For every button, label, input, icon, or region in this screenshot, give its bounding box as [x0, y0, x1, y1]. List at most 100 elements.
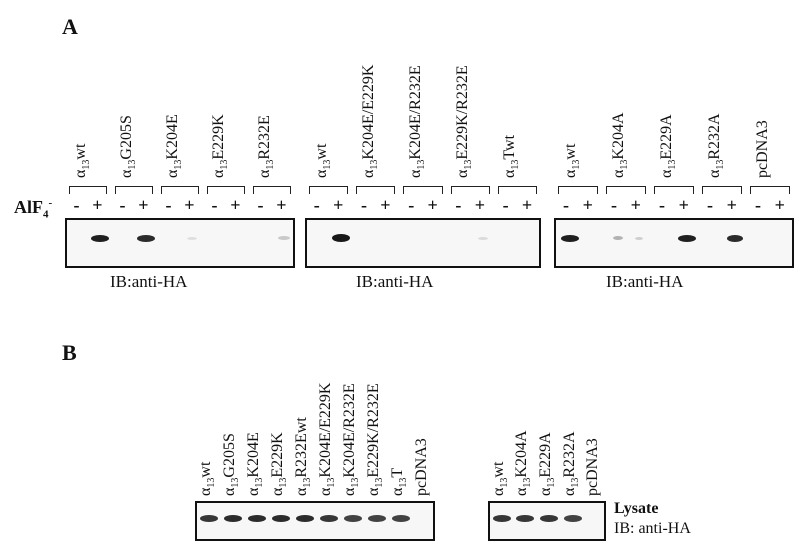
lane-label: α13R232A — [560, 431, 584, 496]
panel-a-blot-2-ib-label: IB:anti-HA — [356, 272, 434, 291]
alpha-symbol: α — [341, 487, 358, 496]
construct-name: pcDNA3 — [413, 438, 430, 496]
subunit-number: 13 — [173, 159, 185, 170]
minus-sign: - — [119, 195, 126, 215]
minus-sign: - — [211, 195, 218, 215]
subunit-number: 13 — [81, 159, 93, 170]
protein-band — [137, 234, 156, 242]
alpha-symbol: α — [365, 487, 382, 496]
lane-label: α13E229A — [658, 114, 681, 178]
alpha-symbol: α — [454, 169, 472, 178]
lysate-label: Lysate — [614, 500, 659, 517]
subunit-number: 13 — [498, 477, 510, 488]
subunit-number: 13 — [230, 477, 242, 488]
construct-name: wt — [489, 461, 507, 478]
lane-label: α13K204E/R232E — [407, 65, 430, 178]
panel-a-blot-3-ib-label: IB:anti-HA — [606, 272, 684, 291]
alpha-symbol: α — [317, 487, 334, 496]
lane-label: α13K204A — [513, 430, 536, 497]
subunit-number: 13 — [350, 477, 362, 488]
plus-sign: + — [333, 195, 344, 215]
construct-name: wt — [562, 143, 579, 160]
construct-name: K204E/R232E — [407, 65, 424, 160]
protein-band — [91, 234, 110, 242]
construct-name: R232E — [256, 115, 273, 160]
construct-name: pcDNA3 — [584, 438, 602, 496]
construct-name: R232A — [706, 113, 723, 160]
protein-band — [224, 515, 242, 522]
lane-label: α13R232A — [706, 113, 729, 178]
lane-label: α13K204E/E229K — [359, 64, 383, 179]
construct-name: K204A — [513, 430, 531, 478]
protein-band — [561, 234, 579, 242]
blot-membrane — [554, 218, 794, 268]
lane-label: α13Twt — [501, 135, 524, 178]
protein-band — [248, 515, 266, 522]
construct-name: K204E — [164, 114, 181, 160]
construct-name: wt — [312, 143, 330, 160]
alpha-symbol: α — [560, 487, 578, 496]
lane-label: α13E229K — [210, 114, 233, 178]
lane-group-bracket — [497, 186, 537, 194]
minus-sign: - — [659, 195, 665, 215]
minus-sign: - — [361, 195, 367, 215]
subunit-number: 13 — [254, 477, 266, 488]
minus-sign: - — [755, 195, 761, 215]
alpha-symbol: α — [210, 169, 227, 178]
lane-label: α13E229K — [269, 432, 292, 496]
lane-group-bracket — [309, 186, 349, 194]
lane-group-bracket — [69, 186, 107, 194]
construct-name: E229K — [210, 114, 227, 160]
protein-band — [368, 515, 386, 522]
lane-group-bracket — [654, 186, 694, 194]
subunit-number: 13 — [278, 477, 290, 488]
alpha-symbol: α — [407, 169, 424, 178]
minus-sign: - — [611, 195, 617, 215]
lane-label: α13R232Ewt — [293, 417, 316, 496]
lane-group-bracket — [161, 186, 199, 194]
lane-label: α13K204E/E229K — [317, 382, 340, 497]
plus-sign: + — [138, 195, 149, 215]
lane-label: α13G205S — [221, 433, 244, 496]
minus-sign: - — [707, 195, 713, 215]
subunit-number: 13 — [326, 477, 338, 488]
protein-band — [726, 234, 743, 242]
panel-a-blot-1-ib-label: IB:anti-HA — [110, 272, 188, 291]
construct-name: K204E — [245, 432, 262, 478]
subunit-number: 13 — [321, 159, 333, 170]
subunit-number: 13 — [571, 159, 583, 170]
plus-sign: + — [630, 195, 641, 215]
construct-name: K204E/E229K — [359, 64, 377, 160]
subunit-number: 13 — [368, 159, 380, 170]
alpha-symbol: α — [293, 487, 310, 496]
alpha-symbol: α — [706, 169, 723, 178]
construct-name: E229A — [658, 114, 675, 160]
protein-band — [477, 236, 488, 240]
lane-label: α13R232E — [256, 115, 279, 178]
protein-band — [344, 515, 362, 522]
alpha-symbol: α — [221, 487, 238, 496]
protein-band — [200, 515, 218, 522]
lane-label: pcDNA3 — [413, 438, 430, 496]
plus-sign: + — [184, 195, 195, 215]
construct-name: T — [389, 467, 406, 478]
construct-name: pcDNA3 — [754, 120, 771, 178]
subunit-number: 13 — [127, 159, 139, 170]
lane-label: α13wt — [562, 143, 585, 178]
construct-name: wt — [197, 461, 214, 478]
panel-a-letter: A — [62, 14, 78, 39]
lane-label: α13T — [389, 467, 412, 496]
subunit-number: 13 — [206, 477, 218, 488]
lane-label: α13E229K/R232E — [454, 65, 477, 178]
alpha-symbol: α — [489, 487, 507, 496]
lane-group-bracket — [207, 186, 245, 194]
lane-group-bracket — [558, 186, 598, 194]
lane-label: α13K204E — [245, 432, 268, 496]
alpha-symbol: α — [513, 487, 531, 496]
lane-label: pcDNA3 — [584, 438, 602, 496]
construct-name: K204E/E229K — [317, 382, 334, 478]
minus-sign: - — [165, 195, 172, 215]
lane-label: α13E229K/R232E — [365, 383, 388, 496]
alpha-symbol: α — [359, 169, 377, 178]
lane-label: α13G205S — [118, 115, 141, 178]
